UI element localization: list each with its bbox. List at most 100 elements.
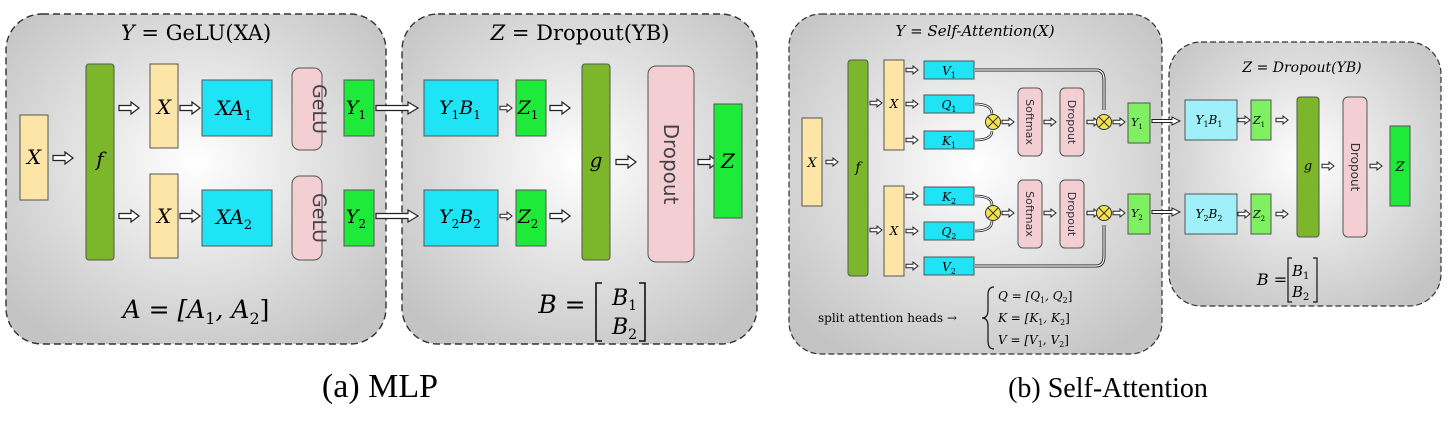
mlp-xa2-box (201, 189, 273, 247)
mlp-xa1-box (201, 79, 273, 137)
attn-k1-box (923, 130, 975, 150)
mlp-g-label: g (590, 148, 603, 172)
mlp-b1: B1 (611, 286, 637, 314)
arrow (375, 100, 420, 116)
attn-z-out-box (1389, 125, 1411, 207)
multiply-icon (1096, 114, 1112, 130)
attn-v-split: V = [V1, V2] (998, 333, 1069, 349)
attn-f-box (847, 59, 869, 277)
mlp-dropout-box (647, 65, 695, 263)
attn-z1-label: Z1 (1252, 114, 1265, 129)
mlp-yb1-box (423, 79, 499, 137)
attn-k-split: K = [K1, K2] (997, 311, 1070, 327)
mlp-z1-box (515, 79, 547, 137)
mlp-g-box (581, 63, 611, 261)
mlp-diagram: Y = GeLU(XA) Z = Dropout(YB) X f X X XA1… (5, 13, 758, 405)
attn-dropout1-label: Dropout (1065, 100, 1078, 145)
attn-b1: B1 (1291, 262, 1309, 282)
attn-b-equation: B = (1256, 270, 1287, 289)
mlp-y1-box (343, 79, 375, 137)
attn-split-label: split attention heads → (818, 311, 957, 325)
attn-v1-box (923, 60, 975, 80)
connector (974, 103, 993, 115)
attn-g-box (1296, 96, 1320, 238)
attn-final-dropout-label: Dropout (1348, 143, 1362, 192)
attn-x1-box (883, 59, 905, 151)
attn-z-out-label: Z (1394, 160, 1405, 175)
attn-k2-box (923, 186, 975, 206)
attn-y1-box (1127, 102, 1151, 144)
mlp-gelu1-label: GeLU (308, 84, 330, 134)
attn-q1-box (923, 94, 975, 114)
attn-input-x-label: X (806, 156, 817, 171)
connector (974, 130, 993, 141)
attn-k1-label: K1 (941, 134, 956, 150)
attn-g-label: g (1304, 159, 1312, 174)
mlp-input-x-label: X (25, 145, 42, 169)
mlp-b-equation: B = (537, 290, 585, 319)
attn-yb1-label: Y1B1 (1196, 113, 1223, 129)
mlp-y-title: Y = GeLU(XA) (121, 21, 271, 45)
attn-dropout2-box (1059, 179, 1085, 249)
connector (974, 220, 993, 232)
attn-yb2-label: Y2B2 (1196, 207, 1223, 223)
attn-k2-label: K2 (941, 190, 956, 206)
attn-v2-label: V2 (942, 260, 956, 276)
attn-input-x-box (801, 117, 823, 207)
attn-softmax1-box (1017, 87, 1043, 157)
arrow (1151, 207, 1182, 217)
attn-y2-box (1127, 193, 1151, 235)
v1-route (975, 69, 1105, 110)
multiply-icon (1096, 205, 1112, 221)
attn-q2-label: Q2 (942, 225, 957, 241)
mlp-b2: B2 (611, 315, 637, 343)
attn-yb1-box (1184, 99, 1238, 141)
mlp-xa2-label: XA2 (214, 205, 252, 233)
attn-y2-label: Y2 (1131, 207, 1143, 222)
attn-y1-label: Y1 (1131, 116, 1143, 131)
mlp-input-x-box (19, 114, 49, 201)
mlp-a-equation: A = [A1, A2] (121, 295, 270, 328)
mlp-gelu2-box (291, 175, 323, 261)
attn-softmax1-label: Softmax (1023, 99, 1036, 145)
attn-f-label: f (854, 160, 863, 176)
v2-route (975, 225, 1105, 267)
matrix-bracket-left (595, 282, 602, 342)
attn-z2-box (1250, 193, 1272, 235)
attn-z-title: Z = Dropout(YB) (1241, 60, 1361, 76)
mlp-y2-box (343, 189, 375, 247)
mlp-x2-label: X (155, 204, 172, 228)
attn-x2-label: X (889, 224, 899, 238)
mlp-x2-box (149, 173, 179, 259)
mlp-z2-label: Z2 (517, 206, 539, 231)
brace (981, 286, 995, 350)
mlp-y2-label: Y2 (346, 206, 366, 231)
attn-z2-label: Z2 (1252, 208, 1265, 223)
mlp-x1-label: X (155, 95, 172, 119)
attn-b2: B2 (1291, 283, 1309, 303)
mlp-x1-box (149, 63, 179, 149)
mlp-yb1-label: Y1B1 (439, 97, 481, 122)
mlp-gelu2-label: GeLU (308, 193, 330, 243)
attn-q1-label: Q1 (942, 98, 957, 114)
mlp-z1-label: Z1 (517, 97, 539, 122)
attn-yb2-box (1184, 193, 1238, 235)
mlp-y1-label: Y1 (346, 97, 366, 122)
attn-v1-label: V1 (942, 64, 956, 80)
mlp-dropout-label: Dropout (659, 124, 683, 205)
mlp-caption: (a) MLP (322, 368, 438, 405)
mlp-f-box (85, 63, 115, 261)
mlp-yb2-box (423, 189, 499, 247)
matrix-bracket-right (639, 282, 646, 342)
mlp-xa1-label: XA1 (214, 96, 252, 124)
arrow (1151, 116, 1182, 126)
mlp-yb2-label: Y2B2 (439, 206, 481, 231)
attn-x2-box (883, 185, 905, 277)
attn-y-panel (788, 13, 1163, 355)
arrow (375, 208, 420, 224)
attn-softmax2-box (1017, 179, 1043, 249)
mlp-z-out-box (713, 103, 743, 219)
matrix-bracket-left (1287, 257, 1292, 303)
attn-x1-label: X (889, 97, 899, 111)
